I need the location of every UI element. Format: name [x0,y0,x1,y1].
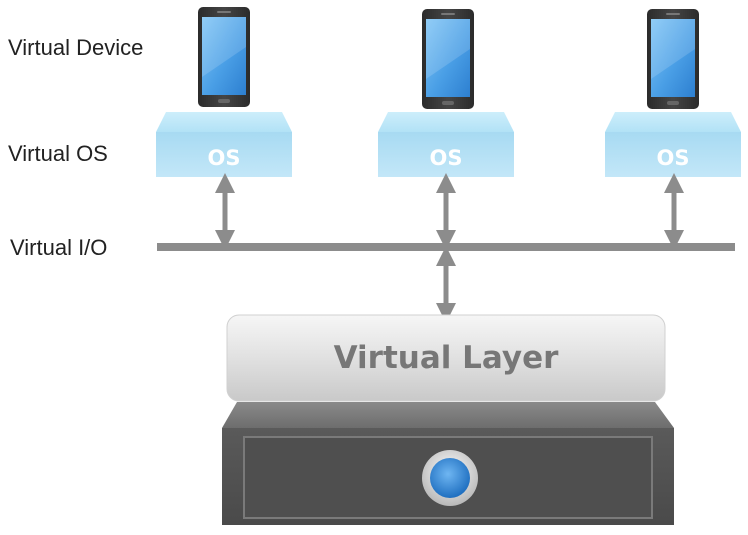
virtual-io-bus [157,243,735,251]
smartphone-icon [422,9,474,109]
server-icon [222,402,674,525]
os-block-2: OS [378,112,514,177]
os-block-1: OS [156,112,292,177]
virtual-layer-block: Virtual Layer [226,314,666,402]
os-block-label: OS [208,146,241,170]
os-block-label: OS [430,146,463,170]
virtual-os-label: Virtual OS [8,141,108,166]
virtual-device-label: Virtual Device [8,35,144,60]
smartphone-icon [198,7,250,107]
os-block-label: OS [657,146,690,170]
os-block-3: OS [605,112,741,177]
smartphone-icon [647,9,699,109]
virtual-io-label: Virtual I/O [10,235,108,260]
virtual-layer-label: Virtual Layer [334,340,560,376]
